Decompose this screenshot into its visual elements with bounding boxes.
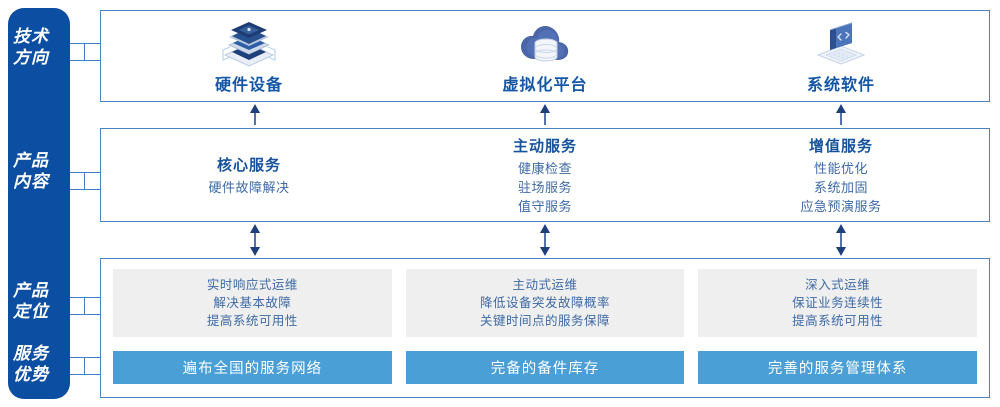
- rail-label-line1: 产品: [13, 281, 49, 300]
- connector-tech-1: [70, 43, 100, 44]
- gray-line: 提高系统可用性: [792, 314, 884, 328]
- blue-card-spare-parts[interactable]: 完备的备件库存: [405, 351, 685, 384]
- panel-product-position: 实时响应式运维 解决基本故障 提高系统可用性 主动式运维 降低设备突发故障概率 …: [100, 258, 990, 398]
- connector-content-1: [70, 172, 100, 173]
- content-column-core[interactable]: 核心服务 硬件故障解决: [101, 129, 397, 221]
- content-title-active: 主动服务: [512, 137, 577, 155]
- gray-line: 深入式运维: [805, 278, 871, 292]
- content-item: 硬件故障解决: [208, 179, 290, 195]
- rail-label-product-content: 产品 内容: [0, 150, 62, 192]
- tech-label-software: 系统软件: [806, 76, 875, 94]
- panel-tech-direction: 硬件设备 虚拟化平台: [100, 10, 990, 102]
- content-item: 健康检查: [517, 160, 572, 176]
- gray-card-row: 实时响应式运维 解决基本故障 提高系统可用性 主动式运维 降低设备突发故障概率 …: [113, 269, 978, 337]
- cloud-database-icon: [514, 18, 576, 68]
- rail-label-line1: 产品: [13, 151, 49, 170]
- tech-label-hardware: 硬件设备: [214, 76, 283, 94]
- panel-product-content: 核心服务 硬件故障解决 主动服务 健康检查 驻场服务 值守服务 增值服务 性能优…: [100, 128, 990, 222]
- gray-line: 提高系统可用性: [206, 314, 298, 328]
- gray-line: 保证业务连续性: [792, 296, 884, 310]
- blue-card-management-system[interactable]: 完善的服务管理体系: [698, 351, 978, 384]
- arrow-updown-core: [248, 224, 262, 261]
- content-item: 应急预演服务: [800, 198, 882, 214]
- arrow-up-software: [834, 104, 848, 131]
- left-rail: [8, 8, 70, 399]
- rail-label-product-position: 产品 定位: [0, 280, 62, 322]
- content-item: 值守服务: [517, 198, 572, 214]
- gray-card-realtime[interactable]: 实时响应式运维 解决基本故障 提高系统可用性: [113, 269, 392, 337]
- gray-line: 关键时间点的服务保障: [480, 314, 611, 328]
- connector-content-vertical: [84, 172, 85, 189]
- gray-card-indepth[interactable]: 深入式运维 保证业务连续性 提高系统可用性: [698, 269, 978, 337]
- connector-advantage-1: [70, 357, 100, 358]
- tech-item-software[interactable]: 系统软件: [693, 11, 989, 101]
- tech-label-virtualization: 虚拟化平台: [502, 76, 588, 94]
- tech-item-hardware[interactable]: 硬件设备: [101, 11, 397, 101]
- arrow-updown-value: [834, 224, 848, 261]
- content-column-active[interactable]: 主动服务 健康检查 驻场服务 值守服务: [397, 129, 693, 221]
- gray-line: 主动式运维: [512, 278, 578, 292]
- content-item: 驻场服务: [517, 179, 572, 195]
- gray-line: 降低设备突发故障概率: [480, 296, 611, 310]
- connector-content-2: [70, 189, 100, 190]
- rail-label-line2: 定位: [13, 302, 49, 321]
- rail-label-line2: 优势: [13, 365, 49, 384]
- blue-card-row: 遍布全国的服务网络 完备的备件库存 完善的服务管理体系: [113, 351, 978, 384]
- content-title-value: 增值服务: [808, 137, 873, 155]
- gray-line: 实时响应式运维: [206, 278, 298, 292]
- gray-card-proactive[interactable]: 主动式运维 降低设备突发故障概率 关键时间点的服务保障: [405, 269, 685, 337]
- content-title-core: 核心服务: [216, 156, 281, 174]
- tech-item-virtualization[interactable]: 虚拟化平台: [397, 11, 693, 101]
- rail-label-service-advantage: 服务 优势: [0, 343, 62, 385]
- connector-advantage-2: [70, 374, 100, 375]
- content-item: 系统加固: [813, 179, 868, 195]
- connector-position-vertical: [84, 297, 85, 314]
- connector-position-2: [70, 314, 100, 315]
- blue-card-service-network[interactable]: 遍布全国的服务网络: [113, 351, 392, 384]
- connector-position-1: [70, 297, 100, 298]
- rail-label-line1: 服务: [13, 344, 49, 363]
- content-column-value[interactable]: 增值服务 性能优化 系统加固 应急预演服务: [693, 129, 989, 221]
- connector-tech-2: [70, 60, 100, 61]
- server-stack-icon: [218, 18, 280, 68]
- arrow-up-hardware: [248, 104, 262, 131]
- rail-label-tech-direction: 技术 方向: [0, 26, 62, 68]
- rail-label-line2: 方向: [13, 48, 49, 67]
- arrow-updown-active: [538, 224, 552, 261]
- laptop-code-icon: [810, 18, 872, 68]
- connector-tech-vertical: [84, 43, 85, 60]
- content-item: 性能优化: [813, 160, 868, 176]
- rail-label-line1: 技术: [13, 27, 49, 46]
- gray-line: 解决基本故障: [213, 296, 292, 310]
- rail-label-line2: 内容: [13, 172, 49, 191]
- arrow-up-virtualization: [538, 104, 552, 131]
- connector-advantage-vertical: [84, 357, 85, 374]
